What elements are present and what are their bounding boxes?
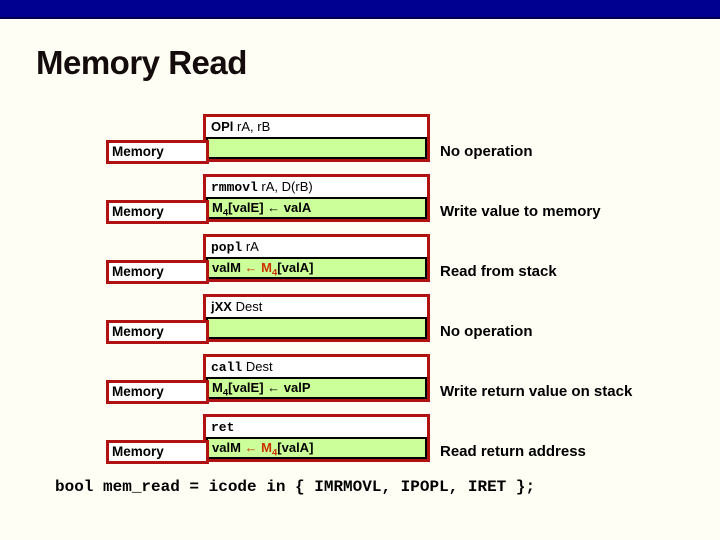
memory-stage-action: valM ← M4[valA]: [206, 257, 427, 279]
instruction-mnemonic: OPl: [211, 119, 234, 134]
action-text: 4: [222, 387, 229, 399]
instruction-box-rmmovl: rmmovl rA, D(rB)M4[valE] ← valA: [203, 174, 430, 222]
instruction-mnemonic: ret: [211, 420, 235, 435]
highlighted-action-text: ←: [244, 440, 262, 455]
instruction-operands: rA, rB: [233, 119, 271, 134]
header-bar: [0, 0, 720, 19]
instruction-label: ret: [206, 417, 427, 437]
stage-description: Read from stack: [440, 263, 557, 280]
action-text: [valE]: [228, 380, 268, 395]
page-title: Memory Read: [36, 44, 247, 81]
instruction-operands: rA, D(rB): [257, 179, 313, 194]
memory-stage-action: valM ← M4[valA]: [206, 437, 427, 459]
instruction-mnemonic: rmmovl: [211, 180, 258, 195]
action-text: valM: [212, 260, 245, 275]
instruction-mnemonic: call: [211, 360, 243, 375]
instruction-operands: Dest: [242, 359, 273, 374]
instruction-box-opl: OPl rA, rB: [203, 114, 430, 162]
stage-description: Write return value on stack: [440, 383, 633, 400]
instruction-operands: Dest: [231, 299, 263, 314]
memory-stage-action: M4[valE] ← valP: [206, 377, 427, 399]
stage-description: No operation: [440, 323, 533, 340]
stage-description: No operation: [440, 143, 533, 160]
action-text: ←: [267, 380, 281, 395]
instruction-label: OPl rA, rB: [206, 117, 427, 137]
action-text: [valA]: [277, 260, 314, 275]
stage-label-memory: Memory: [106, 320, 209, 344]
action-text: valM: [212, 440, 245, 455]
action-text: M: [212, 380, 223, 395]
action-text: [valA]: [277, 440, 314, 455]
highlighted-action-text: M: [261, 440, 272, 455]
memory-stage-action: M4[valE] ← valA: [206, 197, 427, 219]
stage-label-memory: Memory: [106, 140, 209, 164]
action-text: M: [212, 200, 223, 215]
instruction-operands: rA: [242, 239, 259, 254]
stage-label-memory: Memory: [106, 200, 209, 224]
memory-stage-action: [206, 137, 427, 159]
highlighted-action-text: M: [261, 260, 272, 275]
action-text: valA: [280, 200, 312, 215]
stage-label-memory: Memory: [106, 440, 209, 464]
instruction-label: call Dest: [206, 357, 427, 377]
highlighted-action-text: ←: [244, 260, 262, 275]
action-text: valP: [280, 380, 311, 395]
memory-stage-action: [206, 317, 427, 339]
action-text: ←: [267, 200, 281, 215]
highlighted-action-text: 4: [271, 267, 278, 279]
highlighted-action-text: 4: [271, 447, 278, 459]
stage-label-memory: Memory: [106, 260, 209, 284]
stage-description: Read return address: [440, 443, 586, 460]
instruction-label: rmmovl rA, D(rB): [206, 177, 427, 197]
action-text: [valE]: [228, 200, 268, 215]
instruction-mnemonic: popl: [211, 240, 243, 255]
action-text: 4: [222, 207, 229, 219]
instruction-label: jXX Dest: [206, 297, 427, 317]
stage-description: Write value to memory: [440, 203, 601, 220]
instruction-mnemonic: jXX: [211, 299, 232, 314]
instruction-box-ret: ret valM ← M4[valA]: [203, 414, 430, 462]
instruction-box-jxx: jXX Dest: [203, 294, 430, 342]
instruction-label: popl rA: [206, 237, 427, 257]
hcl-code-line: bool mem_read = icode in { IMRMOVL, IPOP…: [55, 478, 536, 496]
stage-label-memory: Memory: [106, 380, 209, 404]
